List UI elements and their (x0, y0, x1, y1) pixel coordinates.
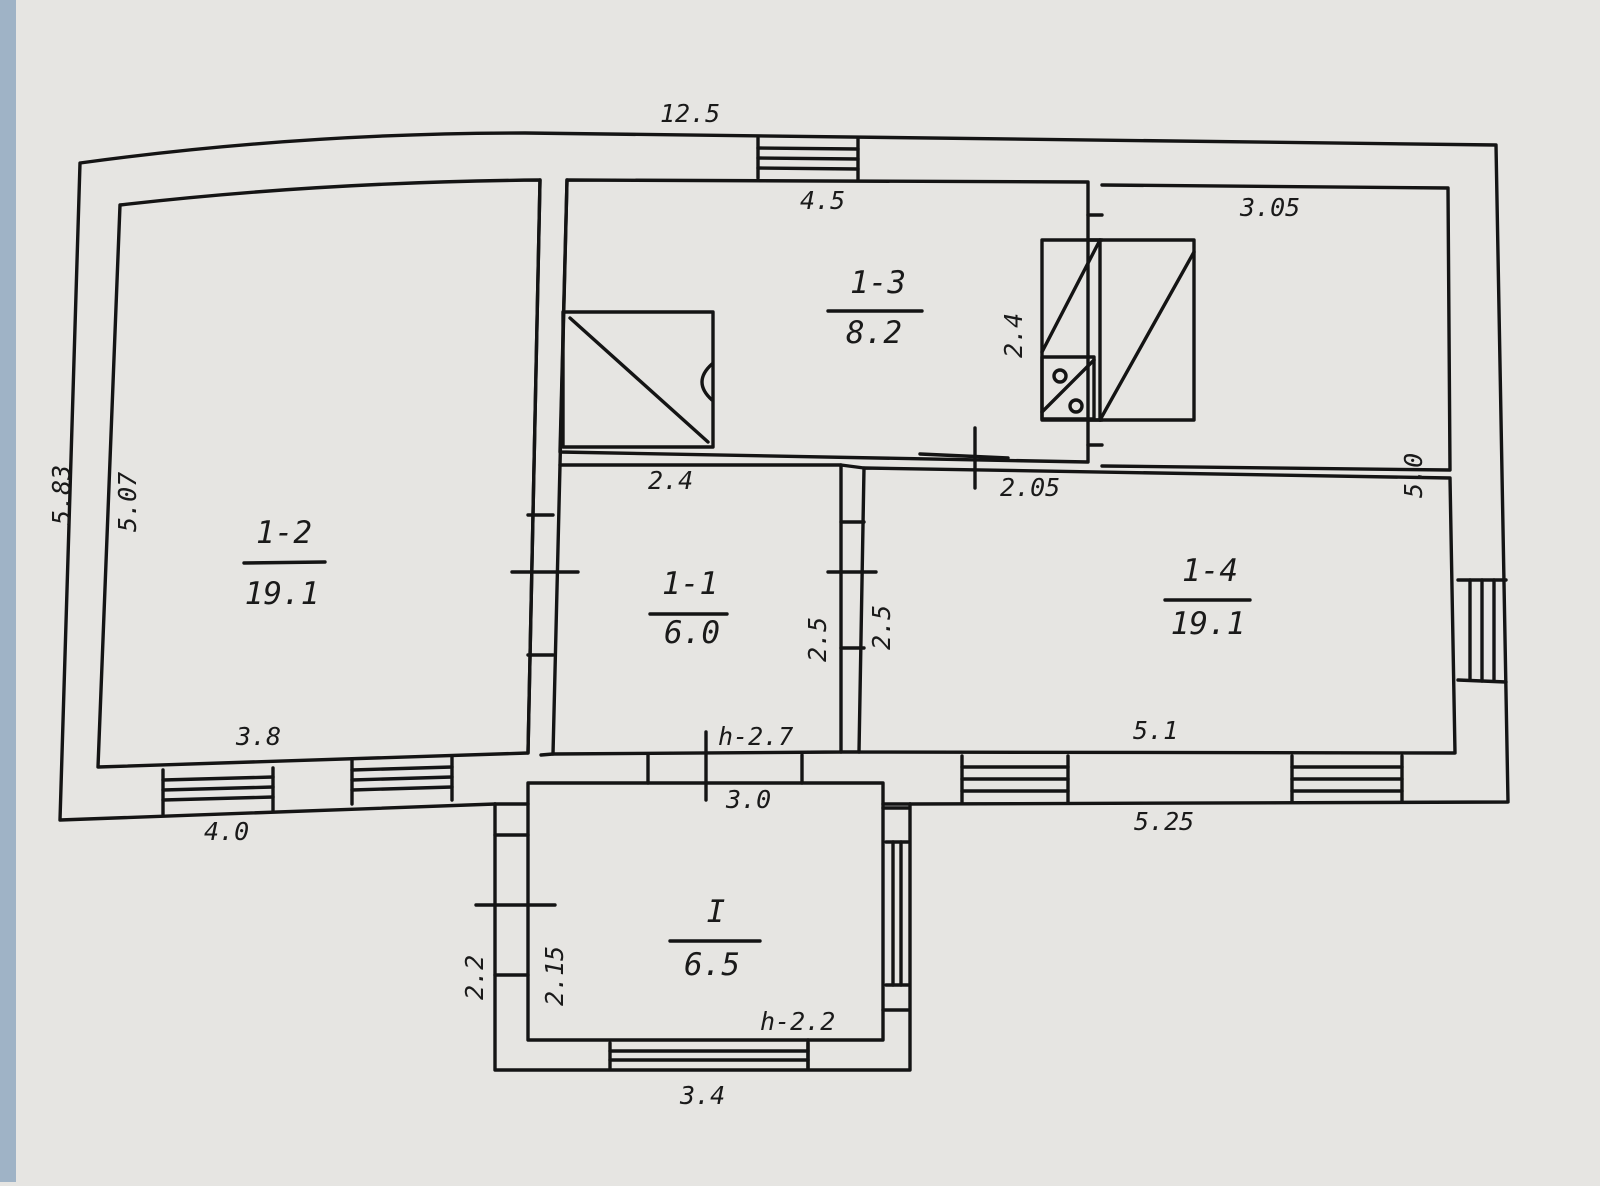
dim-left-inner: 5.07 (113, 472, 142, 532)
room-1-4-outline (857, 466, 1457, 755)
vestibule-outer-wall (493, 802, 912, 1072)
window-bottom-left-2 (350, 755, 454, 806)
room-1-3-id: 1-3 (850, 265, 906, 301)
dim-top-total: 12.5 (660, 99, 720, 128)
room-1-4-area: 19.1 (1171, 606, 1246, 642)
heater-outer-icon (1040, 238, 1196, 422)
room-1-2-area: 19.1 (245, 576, 320, 612)
window-entry-bottom (608, 1041, 810, 1070)
room-1-4-id: 1-4 (1182, 553, 1238, 589)
room-1-3-area: 8.2 (846, 315, 902, 351)
dim-stair-width: 2.4 (648, 466, 693, 495)
door-1-2-to-1-1 (510, 513, 580, 657)
door-to-vestibule (646, 730, 804, 802)
dim-room-1-1-left-height: 2.5 (803, 617, 832, 662)
page-edge-strip (0, 0, 16, 1182)
dim-top-right-room: 3.05 (1239, 193, 1300, 222)
stove-door-arc (700, 362, 714, 402)
room-I-outline (526, 781, 885, 1042)
stove-diagonal (568, 316, 710, 444)
dim-room-1-3-height: 2.4 (999, 313, 1028, 358)
room-1-1-area: 6.0 (664, 615, 720, 651)
dim-bottom-left-outer: 4.0 (204, 817, 249, 846)
burner-diagonal (1040, 358, 1096, 414)
room-1-1-id: 1-1 (662, 566, 718, 602)
ceiling-height-entry: h-2.2 (760, 1007, 835, 1036)
window-right (1456, 578, 1508, 684)
dim-bottom-left-inner: 3.8 (235, 722, 281, 751)
outer-wall (58, 131, 1510, 822)
dim-entry-bottom: 3.4 (679, 1081, 725, 1110)
room-1-2-fraction-bar (242, 560, 327, 565)
upper-partition-door (1086, 213, 1104, 447)
burner-circle-icon (1068, 398, 1084, 414)
window-top (756, 136, 860, 182)
dim-right-inner: 5.0 (1399, 453, 1428, 498)
room-1-2-outline (96, 178, 542, 769)
room-1-1-outline (551, 463, 843, 756)
door-vestibule-left (474, 833, 557, 977)
heater-diagonals (1040, 238, 1196, 422)
dim-room-1-4-left-height: 2.5 (867, 605, 896, 650)
room-I-area: 6.5 (684, 947, 740, 983)
window-bottom-left-1 (161, 766, 275, 816)
dim-bottom-right-inner: 5.1 (1133, 716, 1178, 745)
dim-bottom-right-outer: 5.25 (1134, 807, 1194, 836)
ceiling-height-main: h-2.7 (718, 722, 793, 751)
dim-entry-left-inner: 2.15 (540, 946, 569, 1006)
burner-box-icon (1040, 355, 1096, 421)
dim-left-outer: 5.83 (47, 465, 76, 525)
door-1-3-to-1-4 (918, 426, 1010, 490)
window-entry-right (884, 840, 910, 987)
dim-entry-top: 3.0 (725, 785, 771, 814)
upper-right-room-outline (1100, 183, 1452, 472)
room-I-id: I (707, 894, 726, 930)
dim-entry-left-outer: 2.2 (460, 955, 489, 1000)
dim-room-1-3-bottom: 2.05 (1000, 473, 1060, 502)
room-1-2-id: 1-2 (256, 515, 312, 551)
stove-icon (561, 310, 715, 449)
partition-wall (526, 178, 866, 757)
vestibule-corner-step (806, 806, 910, 1070)
door-1-1-to-1-4 (826, 520, 878, 650)
burner-circle-icon (1052, 368, 1068, 384)
dim-top-room: 4.5 (800, 186, 845, 215)
window-bottom-right-2 (1290, 754, 1404, 804)
window-bottom-right-1 (960, 754, 1070, 804)
